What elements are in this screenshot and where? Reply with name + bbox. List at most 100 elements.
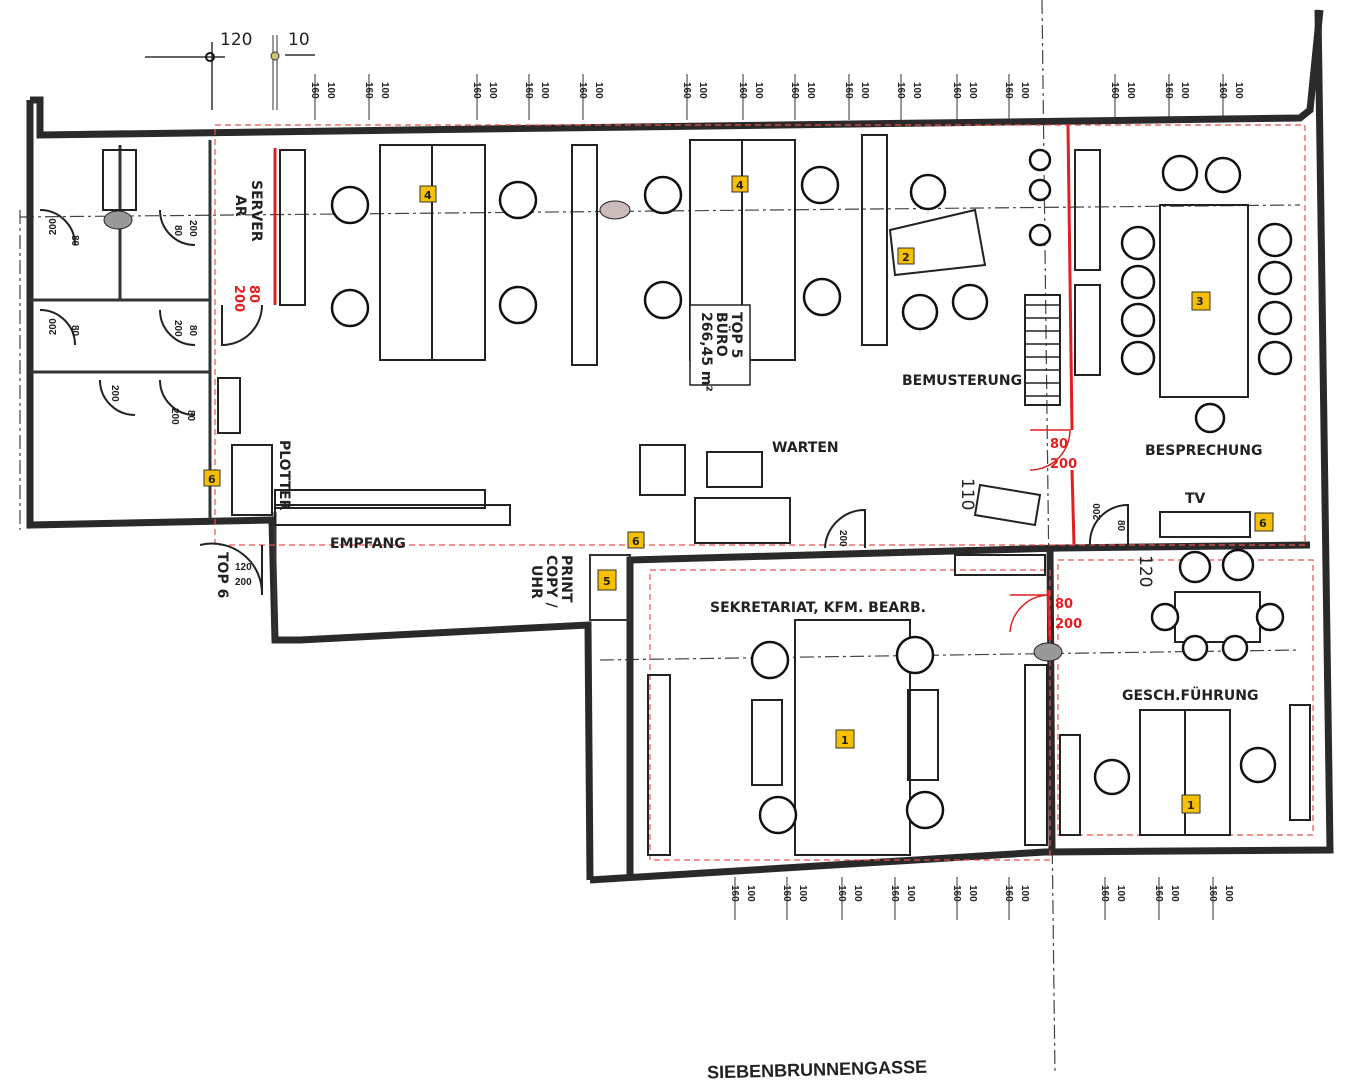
svg-text:4: 4 [736,179,744,192]
dimension-label: 100 [1019,885,1030,902]
svg-text:1: 1 [1187,799,1195,812]
svg-text:6: 6 [632,535,640,548]
dimension-label: 100 [1169,885,1180,902]
dimension-label: 100 [905,885,916,902]
marker: 1 [1181,794,1201,814]
marker: 5 [597,569,617,591]
svg-text:6: 6 [208,473,216,486]
furniture-markers: 4 4 2 3 6 6 5 1 1 6 [203,175,1274,814]
dimension-label: 100 [911,82,922,99]
marker: 6 [627,531,645,549]
axis-dim: 120 [1135,555,1155,587]
door-dim: 200 [172,320,183,337]
room-label-ar: AR [232,195,248,217]
marker: 2 [897,247,915,265]
dimension-label: 100 [745,885,756,902]
new-partitions [214,124,1314,861]
svg-text:3: 3 [1196,295,1204,308]
dimension-label: 100 [1233,82,1244,99]
server-door-dim: 200 [231,285,246,312]
axis-dim-10: 10 [288,30,310,50]
door-dim: 80 [1115,520,1126,532]
door-dim: 80 [187,325,198,337]
dimension-label: 100 [325,82,336,99]
furniture [102,134,1311,856]
door-dim: 80 [185,410,196,422]
room-label-copy: COPY / [543,555,559,608]
marker: 6 [203,469,221,487]
door-dim: 80 [69,325,80,337]
red-door-dim: 200 [1055,617,1082,632]
dimension-label: 100 [539,82,550,99]
room-label-server: SERVER [248,180,264,242]
room-label-bemusterung: BEMUSTERUNG [902,373,1022,389]
svg-text:BÜRO: BÜRO [713,312,731,357]
unit-label: TOP 5 BÜRO 266,45 m² [689,304,751,392]
svg-text:266,45 m²: 266,45 m² [698,312,714,392]
svg-text:1: 1 [841,734,849,747]
dimension-label: 100 [1019,82,1030,99]
door-dim: 200 [48,218,59,235]
warten-door-dim: 200 [837,530,848,547]
door-dim: 200 [109,385,120,402]
street-name: SIEBENBRUNNENGASSE [707,1057,927,1080]
top6-door-dim: 120 [235,562,252,573]
svg-text:TOP 5: TOP 5 [728,312,744,358]
dimension-label: 100 [379,82,390,99]
room-label-warten: WARTEN [772,440,839,456]
room-label-print: PRINT [558,555,574,603]
dimension-label: 100 [753,82,764,99]
dimension-label: 100 [852,885,863,902]
room-labels: SERVER AR PLOTTER EMPFANG WARTEN BEMUSTE… [214,180,1263,704]
stair [1024,294,1061,406]
dimension-label: 100 [697,82,708,99]
svg-text:6: 6 [1259,517,1267,530]
room-label-plotter: PLOTTER [276,440,292,511]
door-dim: 80 [69,235,80,247]
red-door-dim: 80 [1055,597,1073,612]
dimension-label: 100 [487,82,498,99]
room-label-empfang: EMPFANG [330,536,406,552]
top-dimensions: 1601001601001601001601001601001601001601… [309,74,1244,120]
dimension-label: 100 [859,82,870,99]
door-dim: 200 [48,318,59,335]
red-door-dim: 200 [1050,457,1077,472]
room-label-uhr: UHR [528,565,544,599]
dimension-label: 100 [797,885,808,902]
door-dim: 200 [187,220,198,237]
door-dimensions: 200 80 80 200 200 80 200 80 200 200 80 8… [48,218,1155,632]
doors [39,209,1129,633]
dimension-label: 100 [1223,885,1234,902]
room-label-tv: TV [1185,491,1206,507]
marker: 1 [835,729,855,749]
dimension-label: 100 [593,82,604,99]
dimension-label: 100 [805,82,816,99]
svg-text:2: 2 [902,251,910,264]
marker: 4 [731,175,749,193]
red-door-dim: 80 [1050,437,1068,452]
room-label-sekretariat: SEKRETARIAT, KFM. BEARB. [710,600,926,616]
room-label-top6: TOP 6 [214,552,230,598]
door-dim: 200 [169,408,180,425]
room-label-geschaeftsfuehrung: GESCH.FÜHRUNG [1122,686,1258,704]
dimension-label: 100 [1125,82,1136,99]
axis-dim-120: 120 [220,30,252,50]
svg-text:4: 4 [424,189,432,202]
axis-lines [19,0,1301,1076]
top6-door-dim: 200 [235,577,252,588]
door-dim: 80 [172,225,183,237]
dimension-label: 100 [967,885,978,902]
door-dim: 200 [1092,503,1103,520]
dimension-label: 100 [1115,885,1126,902]
axis-marker: 120 10 [145,30,315,110]
stair-dim: 110 [957,478,977,510]
bottom-dimensions: 1601001601001601001601001601001601001601… [729,877,1234,920]
svg-text:5: 5 [603,575,611,588]
walls [26,9,1334,884]
marker: 4 [419,185,437,203]
dimension-label: 100 [1179,82,1190,99]
room-label-besprechung: BESPRECHUNG [1145,443,1263,459]
dimension-label: 100 [967,82,978,99]
marker: 6 [1254,512,1274,532]
